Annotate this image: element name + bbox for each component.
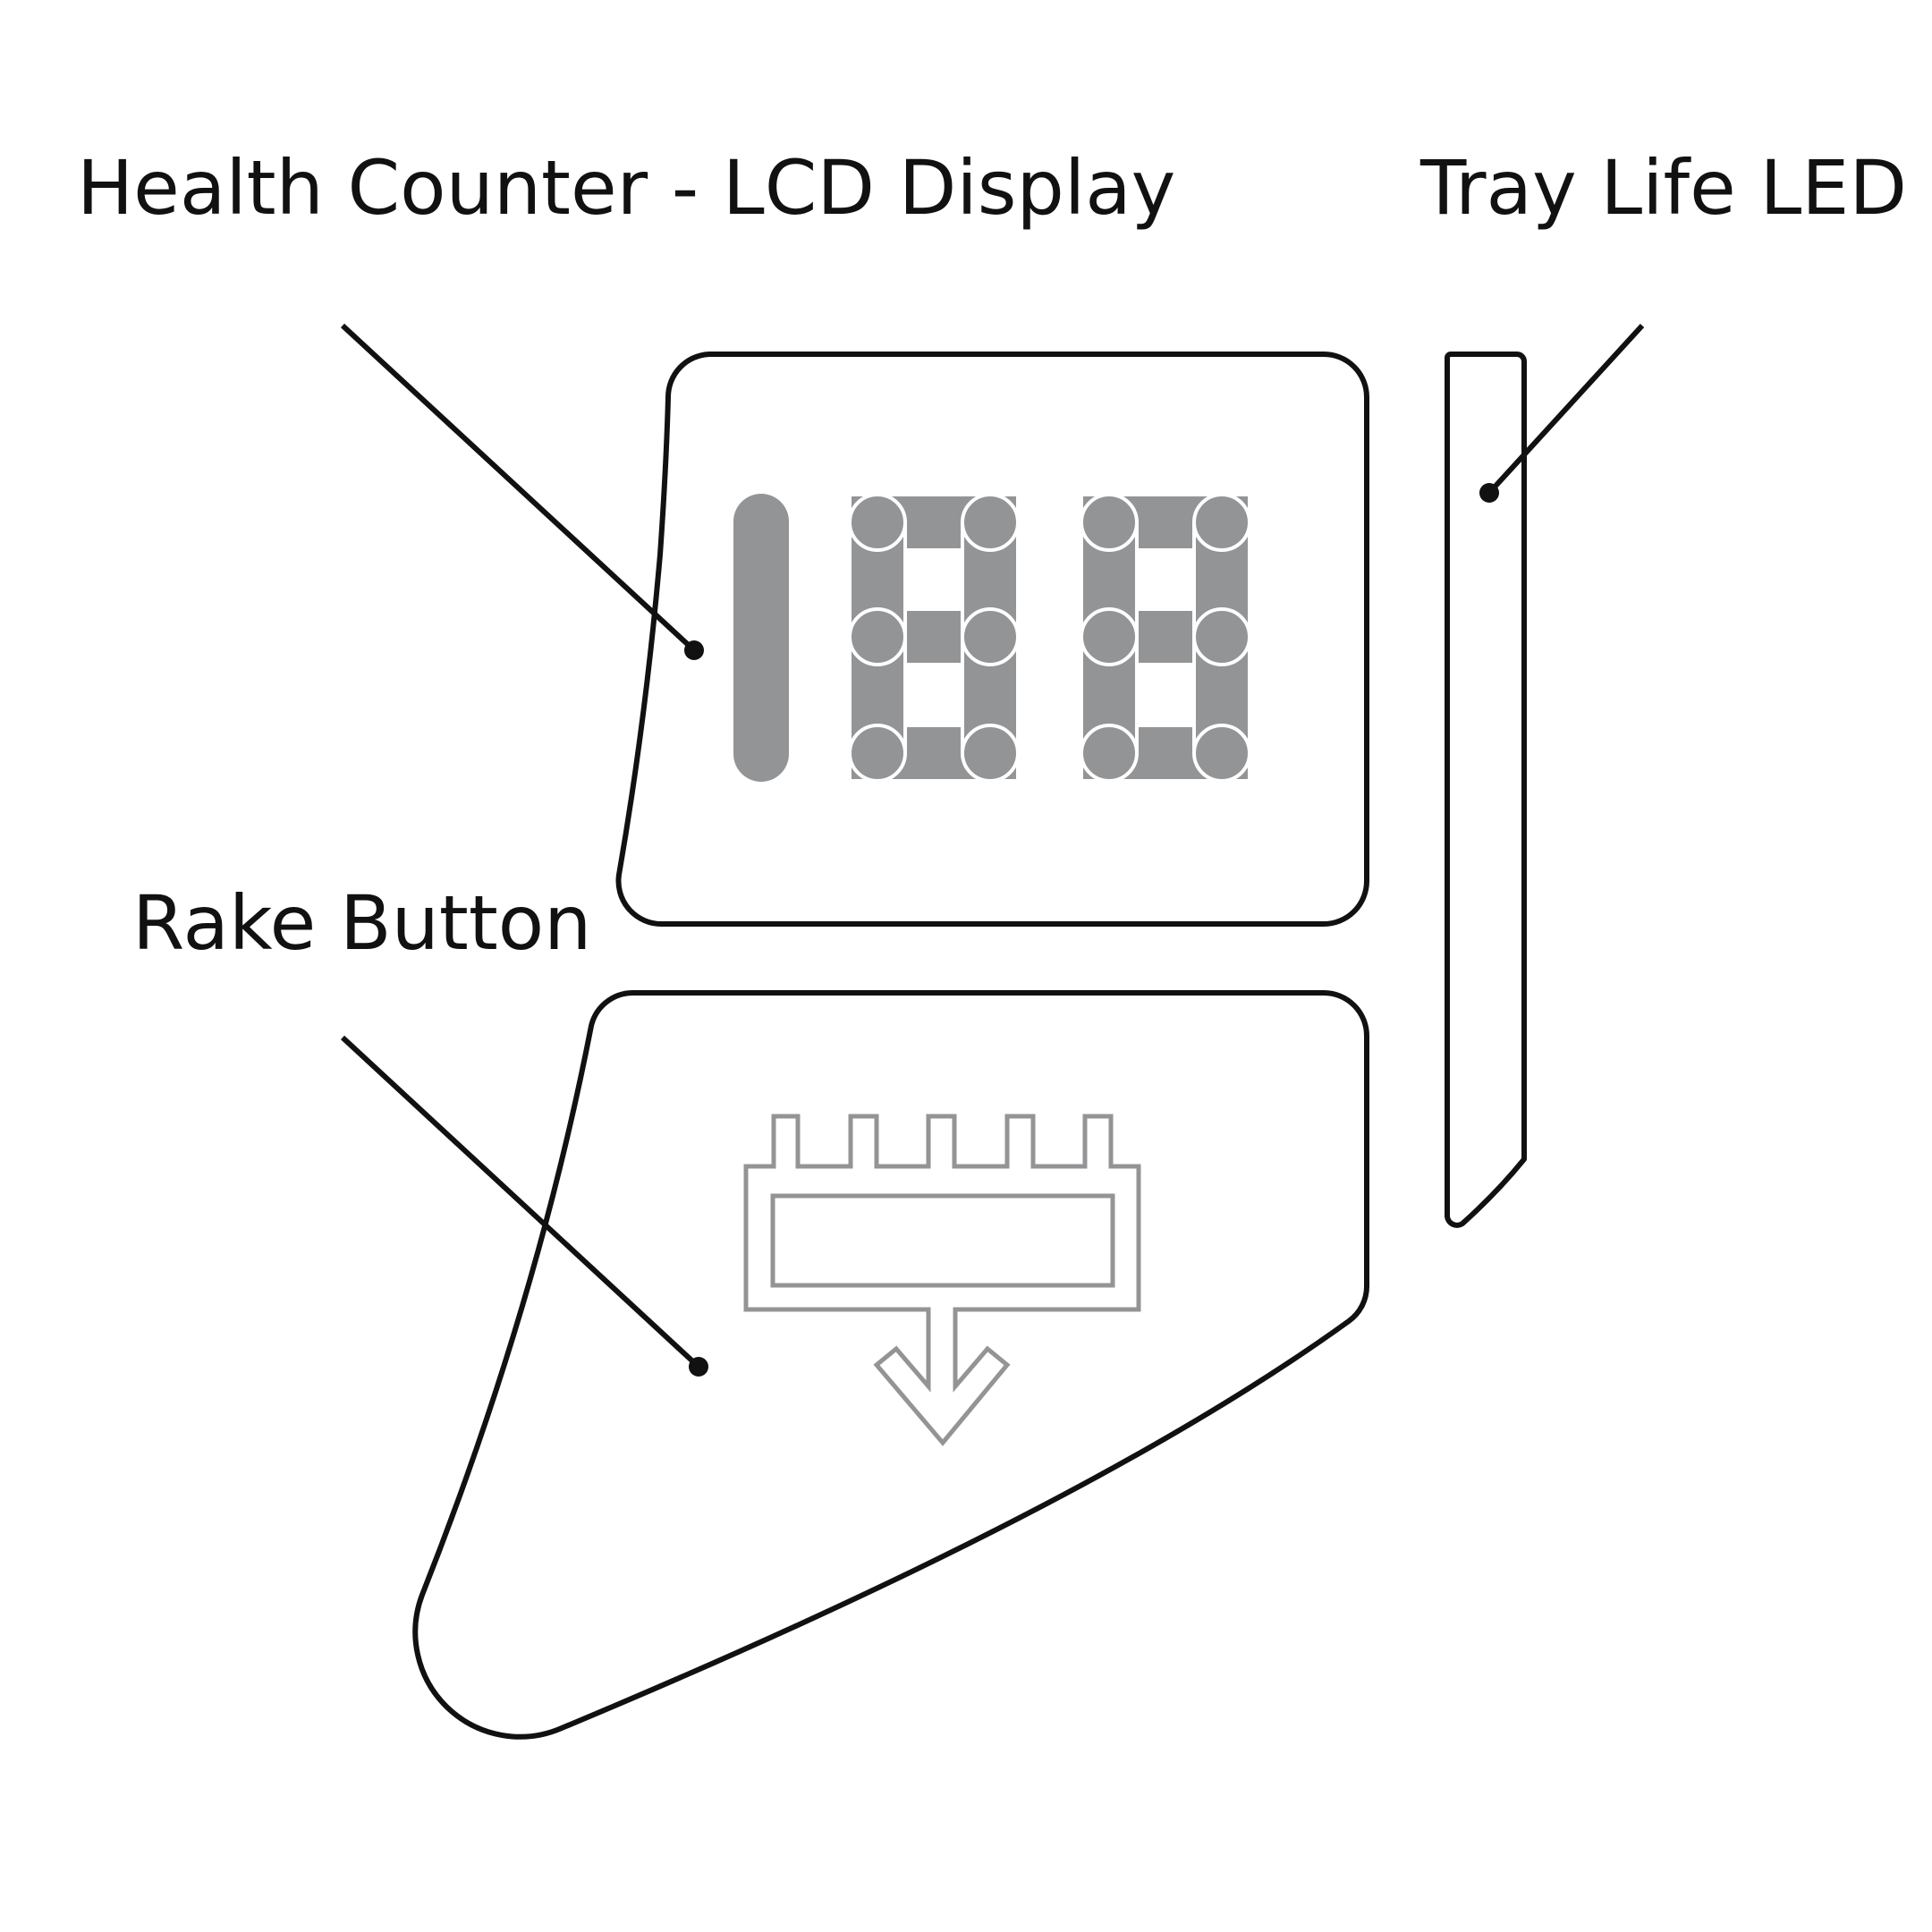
lcd-segment-cap — [1080, 493, 1139, 552]
lcd-segment-cap — [961, 493, 1020, 552]
lcd-digit-1-segment — [733, 494, 789, 782]
tray-life-led-strip — [1445, 352, 1527, 1228]
lcd-panel-outline — [615, 352, 1369, 928]
rake-button-label: Rake Button — [132, 879, 592, 967]
leader-lines — [340, 323, 1645, 1377]
lcd-segment-cap — [1192, 607, 1251, 666]
health-counter-label: Health Counter - LCD Display — [77, 144, 1176, 232]
lcd-digit-8b — [1080, 493, 1251, 783]
lcd-digit-8a — [848, 493, 1020, 783]
health-counter-leader-dot — [684, 640, 704, 660]
tray-life-led-label: Tray Life LED — [1420, 144, 1908, 232]
lcd-digits — [733, 493, 1251, 783]
rake-icon-comb — [743, 1114, 1141, 1446]
lcd-segment-cap — [848, 724, 907, 783]
tray-life-leader-dot — [1479, 483, 1499, 503]
health-counter-leader — [340, 323, 697, 653]
rake-button-leader-dot — [689, 1357, 708, 1377]
lcd-segment-cap — [1192, 493, 1251, 552]
lcd-segment-cap — [1080, 607, 1139, 666]
rake-icon-slot — [770, 1193, 1115, 1288]
tray-life-leader — [1487, 323, 1645, 496]
lcd-segment-cap — [848, 493, 907, 552]
lcd-segment-cap — [961, 607, 1020, 666]
lcd-segment-cap — [1192, 724, 1251, 783]
lcd-segment-cap — [961, 724, 1020, 783]
rake-icon — [743, 1114, 1141, 1446]
lcd-segment-cap — [1080, 724, 1139, 783]
rake-button-leader — [340, 1035, 701, 1369]
rake-button-outline[interactable] — [412, 990, 1370, 1740]
lcd-segment-cap — [848, 607, 907, 666]
